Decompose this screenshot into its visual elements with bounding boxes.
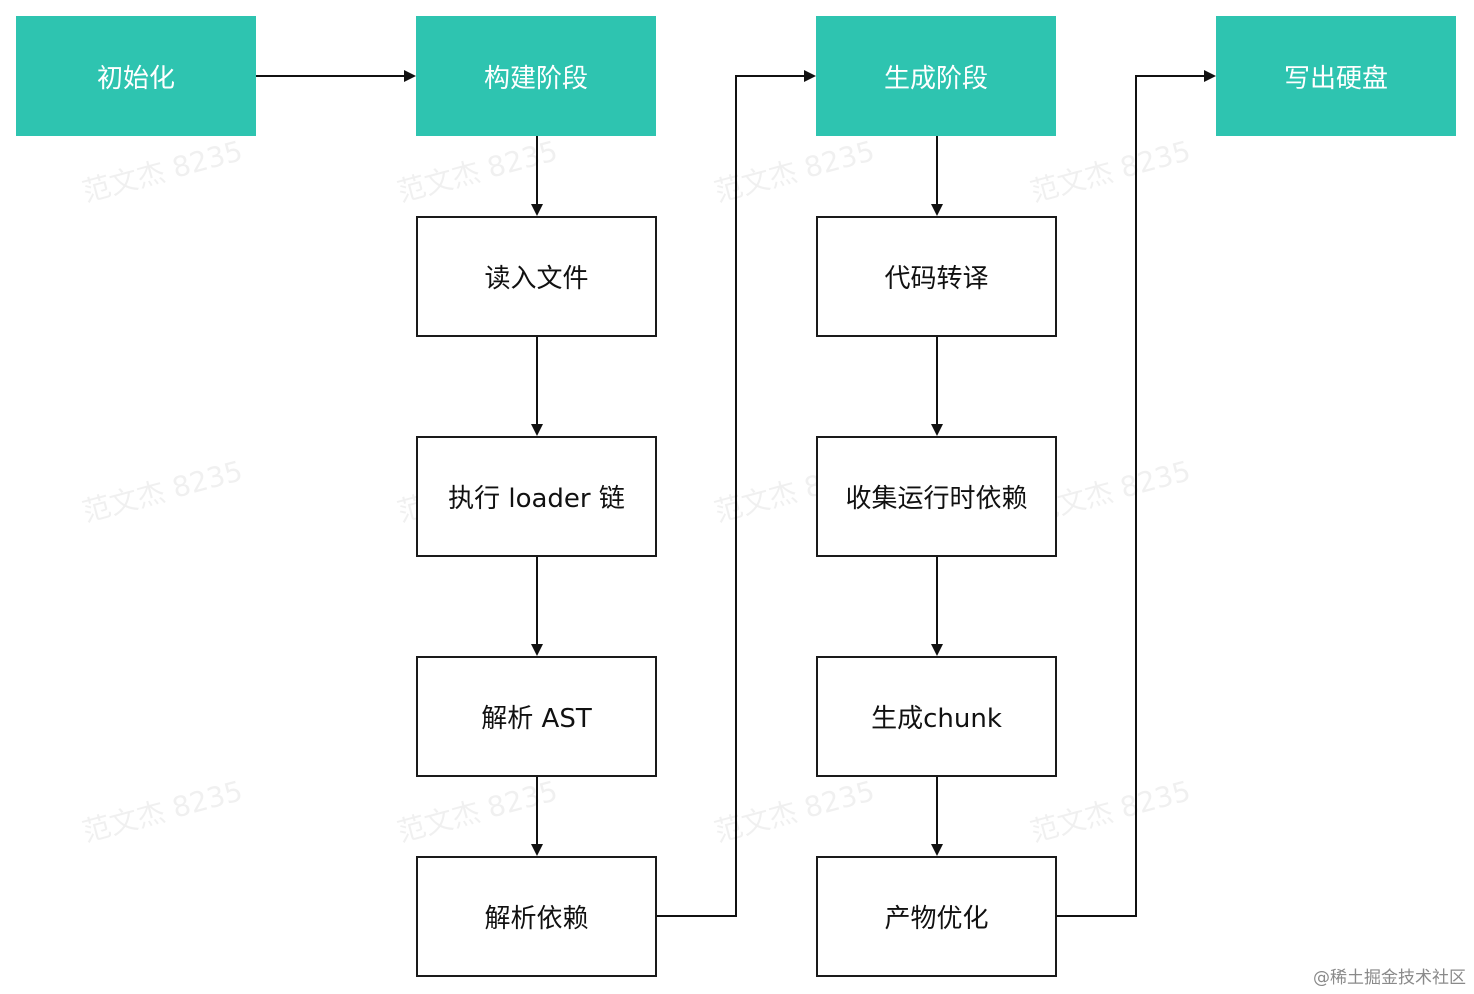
- stage-generate: 生成阶段: [816, 16, 1056, 136]
- step-read-file: 读入文件: [416, 216, 657, 337]
- step-parse-deps: 解析依赖: [416, 856, 657, 977]
- step-transpile: 代码转译: [816, 216, 1057, 337]
- step-run-loaders: 执行 loader 链: [416, 436, 657, 557]
- arrow-optimize-to-write: [1056, 70, 1216, 917]
- step-optimize-output: 产物优化: [816, 856, 1057, 977]
- stage-write-to-disk: 写出硬盘: [1216, 16, 1456, 136]
- step-parse-ast: 解析 AST: [416, 656, 657, 777]
- source-credit: @稀土掘金技术社区: [1313, 968, 1466, 988]
- step-make-chunk: 生成chunk: [816, 656, 1057, 777]
- stage-init: 初始化: [16, 16, 256, 136]
- arrow-deps-to-generate: [656, 70, 816, 917]
- stage-build: 构建阶段: [416, 16, 656, 136]
- step-collect-runtime-deps: 收集运行时依赖: [816, 436, 1057, 557]
